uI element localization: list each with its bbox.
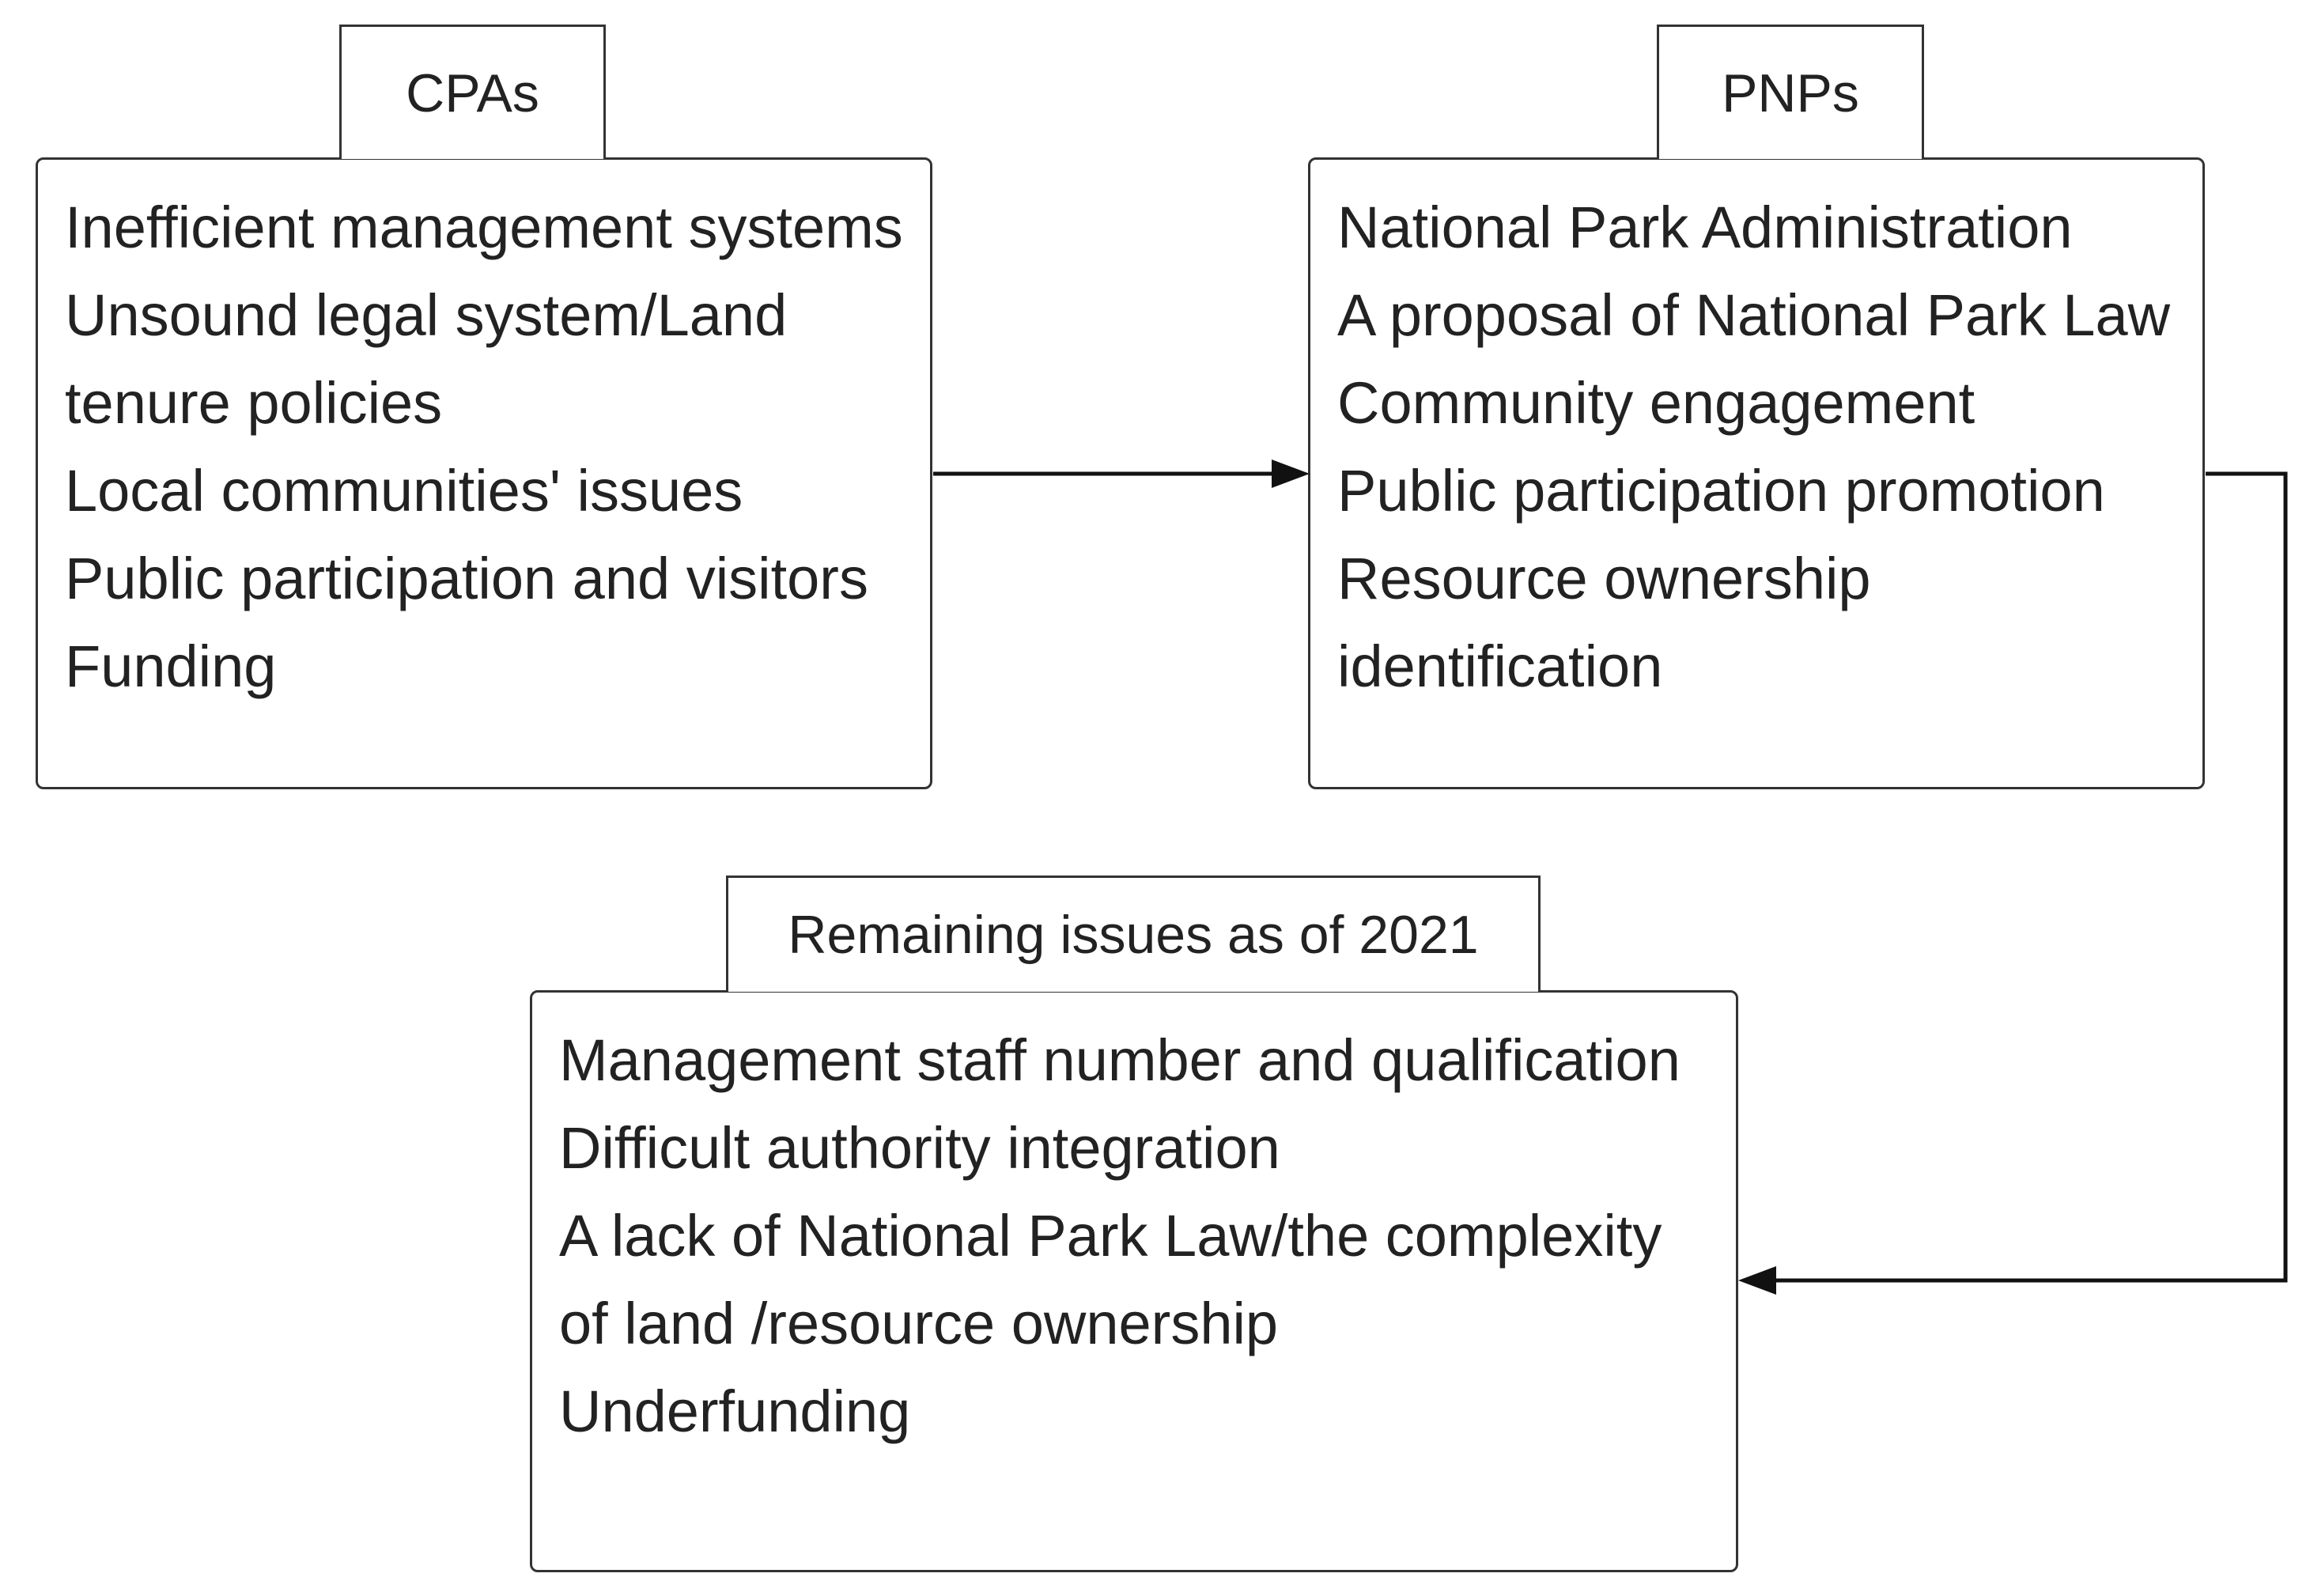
cpas-box: Inefficient management systems Unsound l… (36, 157, 932, 789)
pnps-item: identification (1337, 633, 1663, 699)
cpas-item: tenure policies (65, 370, 443, 436)
arrow-head-remaining (1738, 1266, 1776, 1295)
pnps-title-tab: PNPs (1657, 25, 1924, 159)
pnps-box: National Park Administration A proposal … (1308, 157, 2205, 789)
arrow-pnps-to-remaining (1768, 471, 2288, 1283)
pnps-item: National Park Administration (1337, 195, 2073, 260)
remaining-item: Underfunding (559, 1379, 911, 1444)
remaining-item: Difficult authority integration (559, 1115, 1280, 1181)
remaining-item: Management staff number and qualificatio… (559, 1027, 1681, 1093)
cpas-item: Funding (65, 633, 277, 699)
pnps-title: PNPs (1722, 62, 1859, 123)
cpas-title-tab: CPAs (339, 25, 606, 159)
cpas-item: Unsound legal system/Land (65, 282, 788, 348)
pnps-item: Community engagement (1337, 370, 1975, 436)
remaining-title-tab: Remaining issues as of 2021 (726, 876, 1541, 992)
pnps-item: Resource ownership (1337, 546, 1871, 611)
remaining-item: A lack of National Park Law/the complexi… (559, 1203, 1662, 1269)
cpas-item: Inefficient management systems (65, 195, 903, 260)
remaining-title: Remaining issues as of 2021 (788, 905, 1479, 965)
cpas-title: CPAs (406, 62, 539, 123)
pnps-item: A proposal of National Park Law (1337, 282, 2171, 348)
pnps-item: Public participation promotion (1337, 458, 2105, 524)
arrow-head-pnps (1272, 460, 1310, 488)
cpas-item: Public participation and visitors (65, 546, 868, 611)
remaining-item: of land /resource ownership (559, 1291, 1279, 1356)
cpas-item: Local communities' issues (65, 458, 743, 524)
remaining-box: Management staff number and qualificatio… (530, 990, 1738, 1572)
